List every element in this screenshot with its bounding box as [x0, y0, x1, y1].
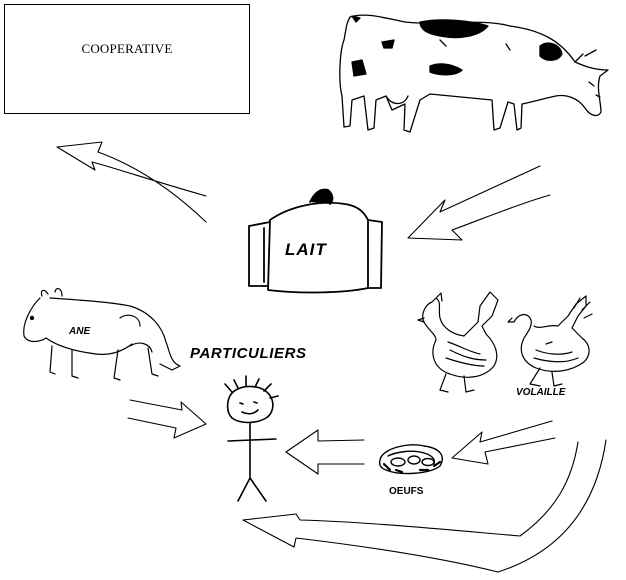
duck-icon: [507, 295, 593, 387]
donkey-label: ANE: [69, 326, 91, 337]
flow-arrow-icon: [285, 429, 365, 475]
private-buyers-label: PARTICULIERS: [190, 345, 307, 362]
cow-icon: [339, 14, 609, 133]
milk-can-icon: [248, 188, 383, 294]
hen-icon: [417, 291, 499, 393]
donkey-icon: [23, 287, 181, 381]
flow-arrow-icon: [451, 420, 556, 465]
flow-arrow-icon: [407, 165, 551, 241]
milk-label: LAIT: [285, 240, 327, 259]
eggs-label: OEUFS: [389, 486, 424, 497]
person-icon: [224, 375, 279, 502]
flow-arrow-icon: [242, 439, 607, 573]
flow-arrow-icon: [56, 141, 207, 223]
poultry-label: VOLAILLE: [516, 387, 566, 398]
cooperative-box: [4, 4, 250, 114]
eggs-nest-icon: [378, 444, 443, 475]
cooperative-label: COOPERATIVE: [81, 41, 173, 56]
flow-arrow-icon: [127, 399, 207, 439]
